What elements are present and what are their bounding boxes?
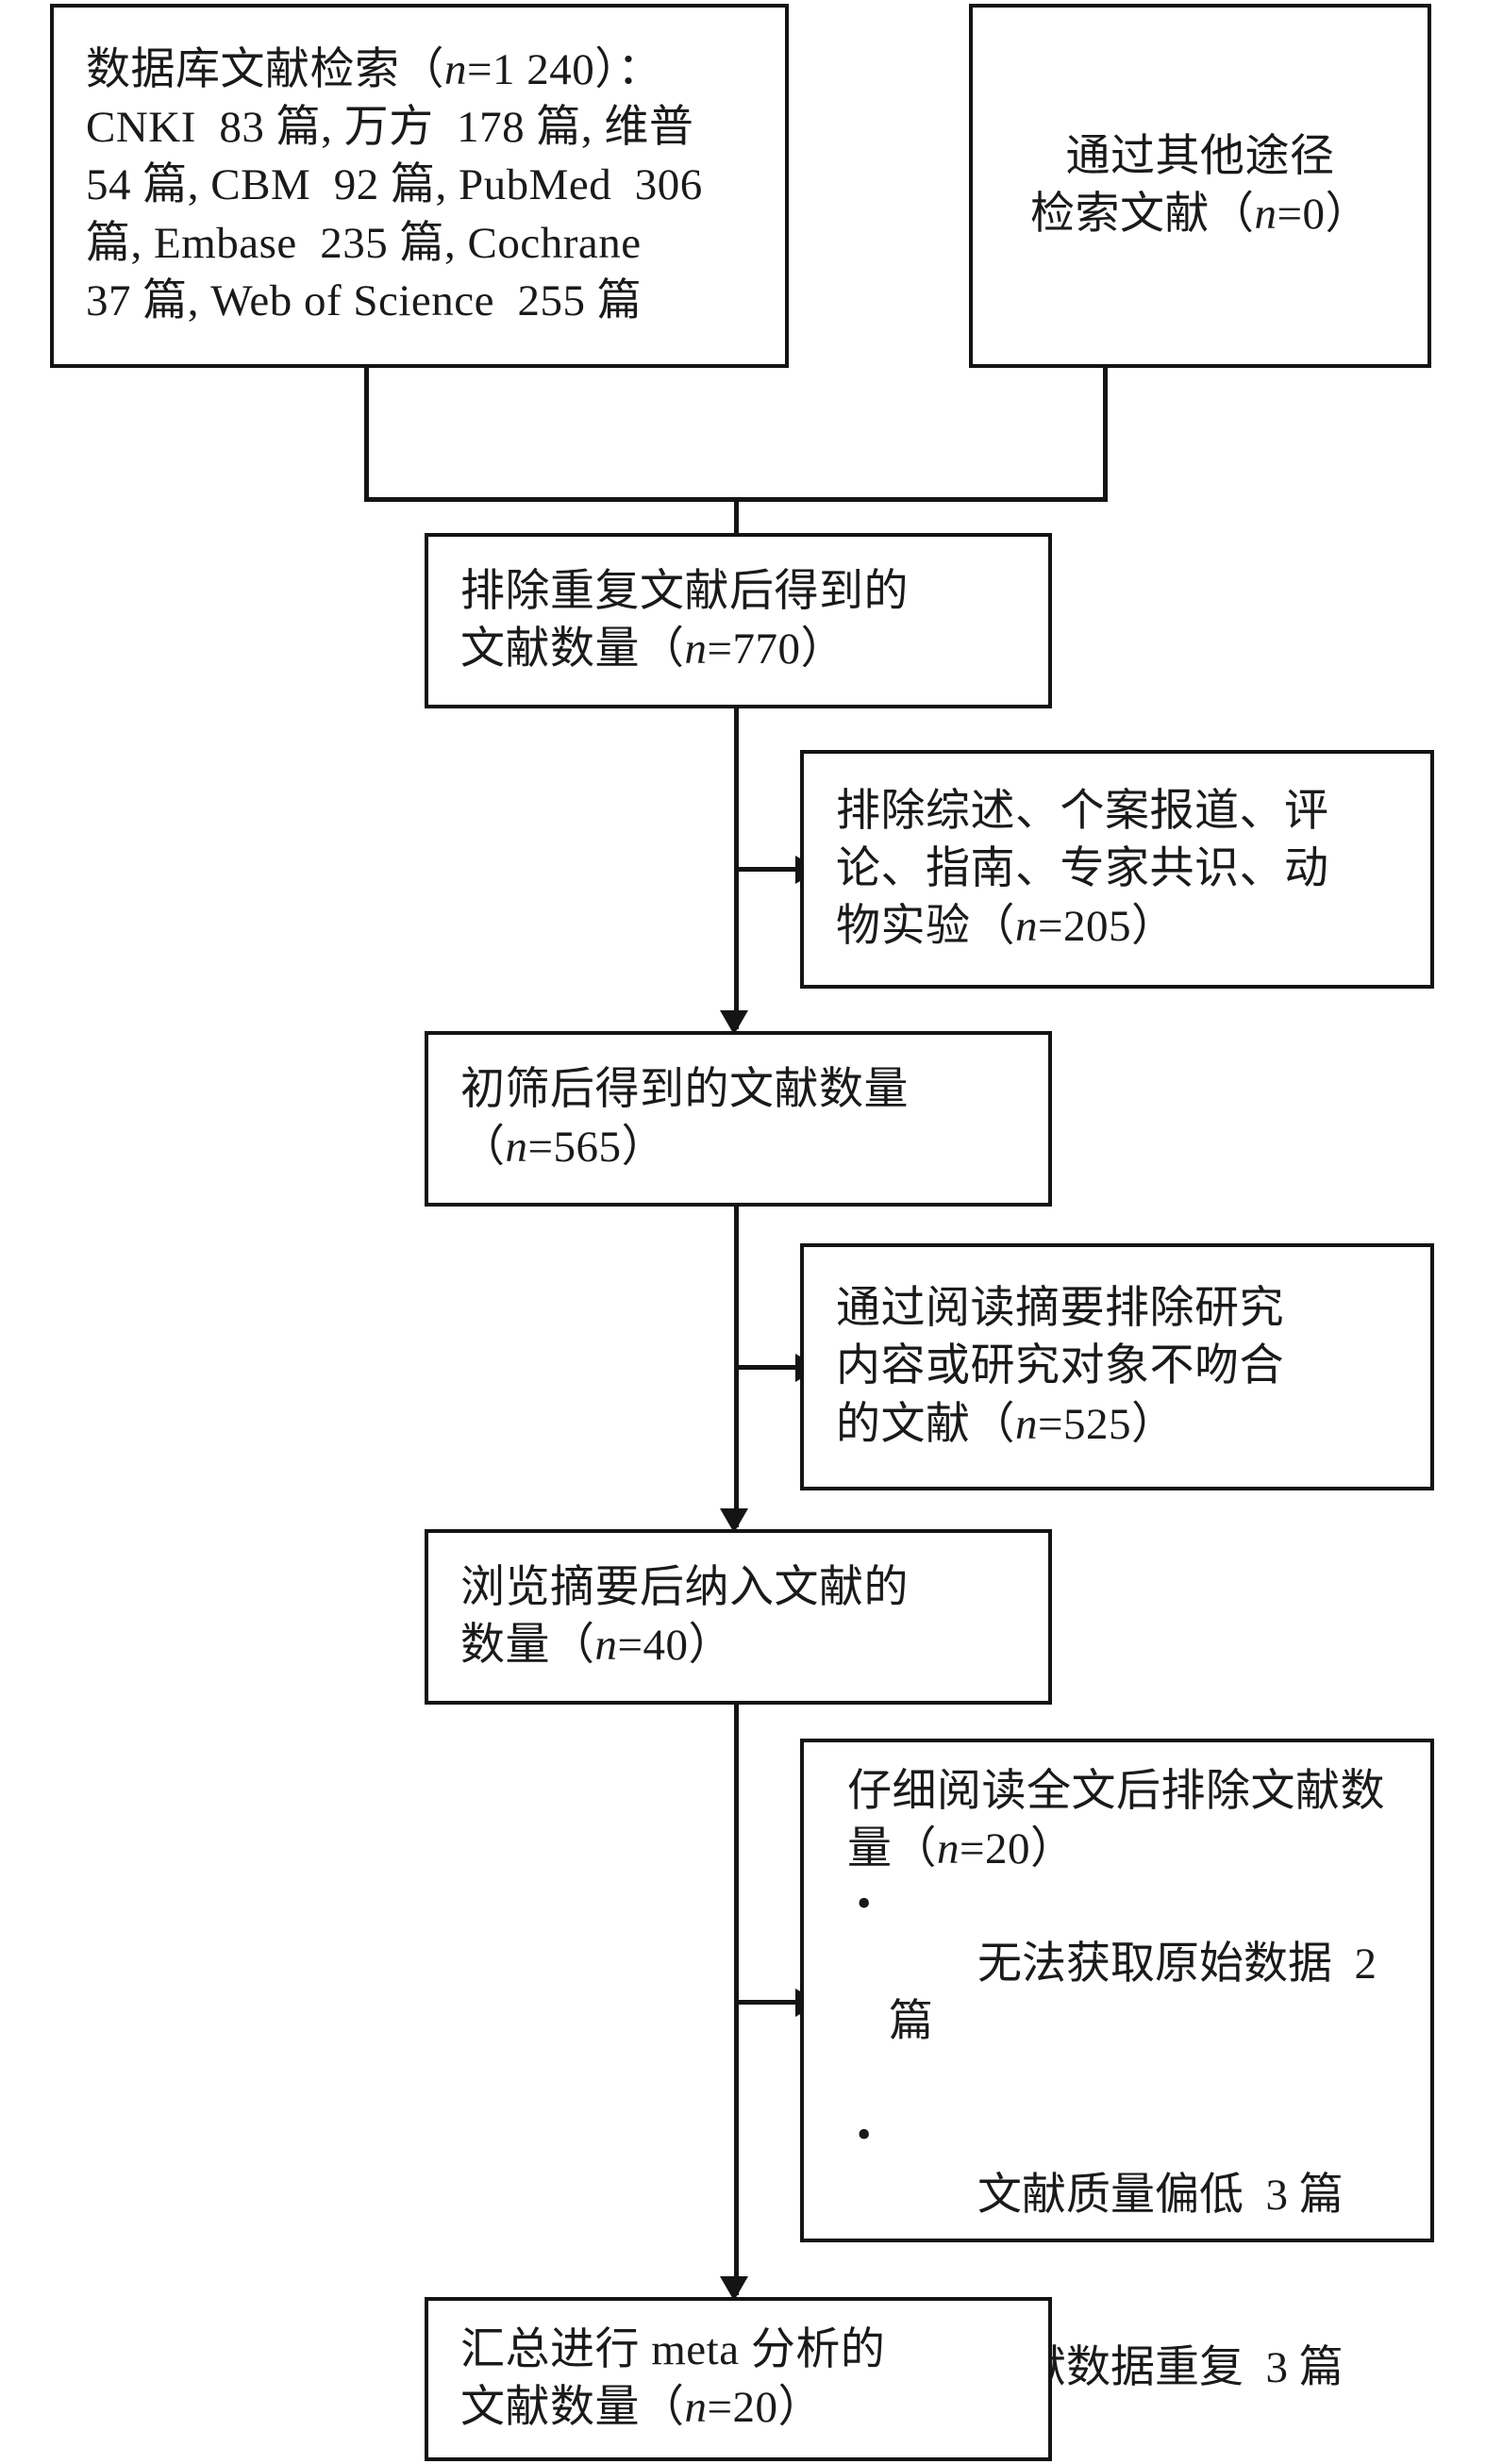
dedup-line-2: 文献数量（n=770）: [460, 624, 846, 674]
list-item: 文献质量偏低 3 篇: [857, 2107, 1421, 2282]
branch-to-exclusion-abstract: [734, 1365, 802, 1370]
arrowhead-to-abstract-included: [720, 1508, 748, 1533]
connector-db-down: [364, 368, 369, 501]
box-exclusion-abstract: 通过阅读摘要排除研究 内容或研究对象不吻合 的文献（n=525）: [800, 1243, 1434, 1490]
box-final-meta-analysis: 汇总进行 meta 分析的 文献数量（n=20）: [425, 2297, 1052, 2461]
excl-abs-line-2: 内容或研究对象不吻合: [836, 1341, 1284, 1391]
branch-to-exclusion-fulltext: [734, 2000, 802, 2005]
connector-other-down: [1103, 368, 1108, 501]
excl-full-line-1: 仔细阅读全文后排除文献数: [847, 1767, 1385, 1816]
screened-line-1: 初筛后得到的文献数量: [460, 1064, 909, 1114]
reason-label-2: 文献质量偏低 3 篇: [977, 2170, 1344, 2220]
box-exclusion-fulltext: 仔细阅读全文后排除文献数 量（n=20） 无法获取原始数据 2 篇 文献质量偏低…: [800, 1739, 1434, 2464]
box-database-search: 数据库文献检索（n=1 240）： CNKI 83 篇, 万方 178 篇, 维…: [50, 4, 789, 368]
box-exclusion-article-type: 排除综述、个案报道、评 论、指南、专家共识、动 物实验（n=205）: [800, 750, 1434, 989]
db-search-line-2: CNKI 83 篇, 万方 178 篇, 维普: [86, 103, 694, 153]
dedup-line-1: 排除重复文献后得到的: [460, 566, 909, 616]
reason-label-1: 无法获取原始数据 2 篇: [889, 1940, 1388, 2047]
box-after-initial-screening: 初筛后得到的文献数量 （n=565）: [425, 1031, 1052, 1207]
db-search-line-5: 37 篇, Web of Science 255 篇: [86, 275, 643, 325]
excl-abs-line-1: 通过阅读摘要排除研究: [836, 1284, 1284, 1334]
final-line-1: 汇总进行 meta 分析的: [460, 2324, 886, 2374]
screened-line-2: （n=565）: [460, 1123, 667, 1172]
other-sources-line-2: 检索文献（n=0）: [1029, 190, 1370, 239]
abs-incl-line-1: 浏览摘要后纳入文献的: [460, 1562, 909, 1612]
branch-to-exclusion-type: [734, 867, 802, 872]
list-item: 无法获取原始数据 2 篇: [857, 1876, 1421, 2108]
arrowhead-to-screened: [720, 1010, 748, 1035]
box-included-after-abstract: 浏览摘要后纳入文献的 数量（n=40）: [425, 1529, 1052, 1705]
abs-incl-line-2: 数量（n=40）: [460, 1621, 734, 1670]
final-line-2: 文献数量（n=20）: [460, 2383, 824, 2432]
excl-type-line-1: 排除综述、个案报道、评: [836, 786, 1329, 836]
box-after-deduplication: 排除重复文献后得到的 文献数量（n=770）: [425, 533, 1052, 708]
db-search-line-3: 54 篇, CBM 92 篇, PubMed 306: [86, 160, 703, 210]
db-search-line-1: 数据库文献检索（n=1 240）：: [86, 45, 662, 95]
excl-abs-line-3: 的文献（n=525）: [836, 1399, 1177, 1449]
excl-type-line-2: 论、指南、专家共识、动: [836, 843, 1329, 893]
box-other-sources: 通过其他途径 检索文献（n=0）: [969, 4, 1431, 368]
excl-full-line-2: 量（n=20）: [847, 1824, 1076, 1874]
other-sources-line-1: 通过其他途径: [1065, 131, 1335, 181]
excl-type-line-3: 物实验（n=205）: [836, 902, 1177, 952]
arrowhead-to-final: [720, 2276, 748, 2301]
db-search-line-4: 篇, Embase 235 篇, Cochrane: [86, 218, 642, 268]
exclusion-reason-list: 无法获取原始数据 2 篇 文献质量偏低 3 篇 文献数据重复 3 篇 研究内容不…: [804, 1876, 1430, 2464]
